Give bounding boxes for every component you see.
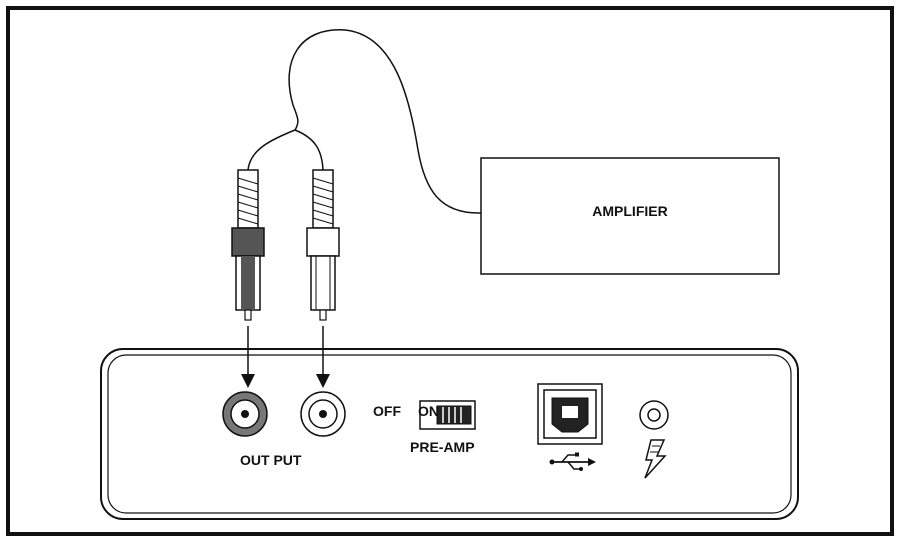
right-output-jack — [300, 391, 346, 437]
left-rca-plug — [231, 169, 265, 321]
usb-b-port-icon — [537, 383, 603, 445]
amplifier-box — [480, 157, 780, 275]
dc-power-jack-icon — [639, 400, 669, 430]
left-plug-arrow — [241, 326, 255, 388]
amplifier-label: AMPLIFIER — [592, 203, 668, 219]
preamp-label: PRE-AMP — [410, 439, 475, 455]
usb-symbol-icon — [549, 452, 596, 471]
device-rear-panel — [100, 348, 799, 520]
preamp-switch — [419, 400, 476, 430]
amplifier-cable — [288, 29, 482, 214]
device-rear-panel-inner — [107, 354, 792, 514]
left-cable-branch — [247, 129, 296, 171]
right-cable-branch — [294, 129, 324, 171]
output-label: OUT PUT — [240, 452, 302, 468]
preamp-on-label: ON — [418, 403, 439, 419]
left-output-jack — [222, 391, 268, 437]
lightning-bolt-icon — [644, 439, 667, 479]
diagram-border — [6, 6, 894, 536]
right-rca-plug — [306, 169, 340, 321]
right-plug-arrow — [316, 326, 330, 388]
preamp-off-label: OFF — [373, 403, 401, 419]
